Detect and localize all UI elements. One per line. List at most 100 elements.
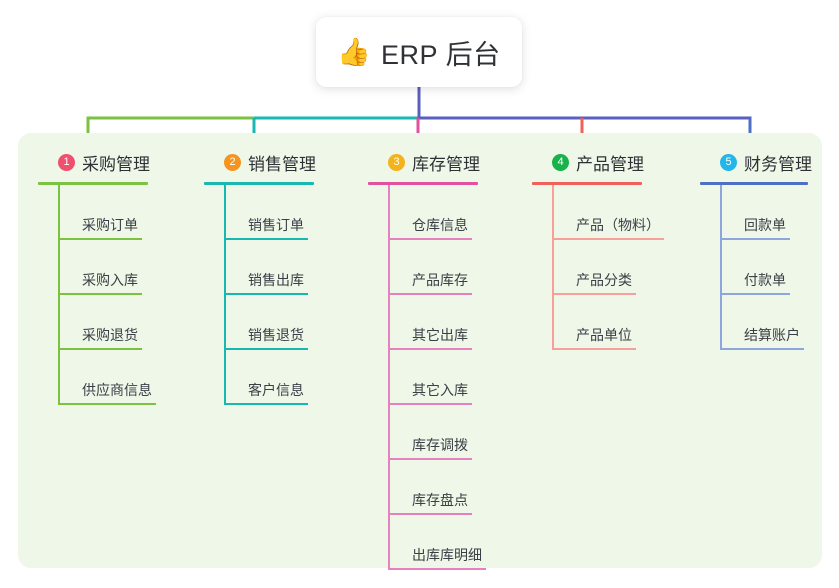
leaf-underline (388, 403, 472, 405)
branch-header-3[interactable]: 3 库存管理 (368, 147, 480, 177)
leaf-list-1: 采购订单采购入库采购退货供应商信息 (58, 185, 156, 405)
leaf-label: 销售退货 (248, 327, 304, 343)
leaf-spine-5 (720, 185, 722, 350)
leaf-item[interactable]: 销售订单 (224, 185, 314, 240)
leaf-underline (720, 293, 790, 295)
leaf-label: 产品（物料） (576, 217, 660, 233)
leaf-item[interactable]: 产品单位 (552, 295, 660, 350)
leaf-label: 供应商信息 (82, 382, 152, 398)
branch-underline-4 (532, 182, 642, 185)
leaf-spine-2 (224, 185, 226, 405)
leaf-item[interactable]: 回款单 (720, 185, 808, 240)
leaf-item[interactable]: 结算账户 (720, 295, 808, 350)
leaf-label: 其它出库 (412, 327, 468, 343)
leaf-item[interactable]: 产品库存 (388, 240, 482, 295)
branch-title-4: 产品管理 (576, 154, 644, 174)
branch-badge-5: 5 (720, 153, 737, 171)
branch-header-5[interactable]: 5 财务管理 (700, 147, 812, 177)
leaf-label: 采购入库 (82, 272, 138, 288)
leaf-label: 库存调拨 (412, 437, 468, 453)
branch-title-5: 财务管理 (744, 154, 812, 174)
branch-badge-2: 2 (224, 153, 241, 171)
leaf-underline (552, 348, 636, 350)
root-node[interactable]: 👍 ERP 后台 (316, 17, 522, 87)
leaf-item[interactable]: 库存盘点 (388, 460, 482, 515)
leaf-underline (58, 293, 142, 295)
leaf-underline (388, 568, 486, 570)
leaf-label: 销售出库 (248, 272, 304, 288)
leaf-label: 产品单位 (576, 327, 632, 343)
branch-column-2: 2 销售管理销售订单销售出库销售退货客户信息 (204, 147, 316, 405)
leaf-item[interactable]: 采购订单 (58, 185, 152, 240)
branch-column-1: 1 采购管理采购订单采购入库采购退货供应商信息 (38, 147, 156, 405)
branch-title-2: 销售管理 (248, 154, 316, 174)
leaf-underline (552, 238, 664, 240)
leaf-spine-1 (58, 185, 60, 405)
leaf-item[interactable]: 销售出库 (224, 240, 314, 295)
leaf-underline (552, 293, 636, 295)
leaf-label: 其它入库 (412, 382, 468, 398)
leaf-underline (388, 513, 472, 515)
leaf-item[interactable]: 仓库信息 (388, 185, 482, 240)
leaf-item[interactable]: 出库库明细 (388, 515, 486, 570)
leaf-label: 采购退货 (82, 327, 138, 343)
leaf-label: 回款单 (744, 217, 786, 233)
leaf-label: 付款单 (744, 272, 786, 288)
leaf-underline (58, 403, 156, 405)
leaf-underline (224, 238, 308, 240)
leaf-underline (720, 238, 790, 240)
leaf-underline (58, 348, 142, 350)
branch-title-3: 库存管理 (412, 154, 480, 174)
thumbs-up-icon: 👍 (337, 36, 372, 67)
leaf-label: 产品库存 (412, 272, 468, 288)
leaf-label: 库存盘点 (412, 492, 468, 508)
branch-title-1: 采购管理 (82, 154, 150, 174)
leaf-underline (224, 348, 308, 350)
leaf-item[interactable]: 付款单 (720, 240, 808, 295)
leaf-underline (720, 348, 804, 350)
branch-header-2[interactable]: 2 销售管理 (204, 147, 316, 177)
leaf-item[interactable]: 供应商信息 (58, 350, 156, 405)
leaf-item[interactable]: 产品分类 (552, 240, 660, 295)
leaf-item[interactable]: 采购退货 (58, 295, 152, 350)
branch-badge-1: 1 (58, 153, 75, 171)
leaf-label: 采购订单 (82, 217, 138, 233)
leaf-label: 产品分类 (576, 272, 632, 288)
branch-column-4: 4 产品管理产品（物料） 产品分类产品单位 (532, 147, 664, 350)
branch-badge-4: 4 (552, 153, 569, 171)
branch-underline-3 (368, 182, 478, 185)
leaf-list-5: 回款单付款单结算账户 (720, 185, 808, 350)
root-title: ERP 后台 (381, 39, 501, 70)
leaf-underline (224, 293, 308, 295)
branch-underline-1 (38, 182, 148, 185)
leaf-underline (388, 458, 472, 460)
branch-header-1[interactable]: 1 采购管理 (38, 147, 150, 177)
leaf-item[interactable]: 库存调拨 (388, 405, 482, 460)
leaf-item[interactable]: 客户信息 (224, 350, 314, 405)
branch-badge-3: 3 (388, 153, 405, 171)
leaf-underline (388, 348, 472, 350)
branches-card (18, 133, 822, 568)
leaf-underline (224, 403, 308, 405)
branch-underline-2 (204, 182, 314, 185)
leaf-spine-3 (388, 185, 390, 570)
leaf-label: 客户信息 (248, 382, 304, 398)
leaf-list-2: 销售订单销售出库销售退货客户信息 (224, 185, 314, 405)
leaf-item[interactable]: 产品（物料） (552, 185, 664, 240)
leaf-list-3: 仓库信息产品库存其它出库其它入库库存调拨库存盘点出库库明细 (388, 185, 486, 570)
leaf-item[interactable]: 其它出库 (388, 295, 482, 350)
branch-column-3: 3 库存管理仓库信息产品库存其它出库其它入库库存调拨库存盘点出库库明细 (368, 147, 486, 570)
leaf-underline (58, 238, 142, 240)
leaf-underline (388, 238, 472, 240)
branch-column-5: 5 财务管理回款单付款单结算账户 (700, 147, 812, 350)
leaf-item[interactable]: 采购入库 (58, 240, 152, 295)
branch-underline-5 (700, 182, 808, 185)
leaf-item[interactable]: 其它入库 (388, 350, 482, 405)
leaf-list-4: 产品（物料） 产品分类产品单位 (552, 185, 664, 350)
leaf-item[interactable]: 销售退货 (224, 295, 314, 350)
leaf-label: 结算账户 (744, 327, 800, 343)
branch-header-4[interactable]: 4 产品管理 (532, 147, 644, 177)
leaf-spine-4 (552, 185, 554, 350)
leaf-underline (388, 293, 472, 295)
